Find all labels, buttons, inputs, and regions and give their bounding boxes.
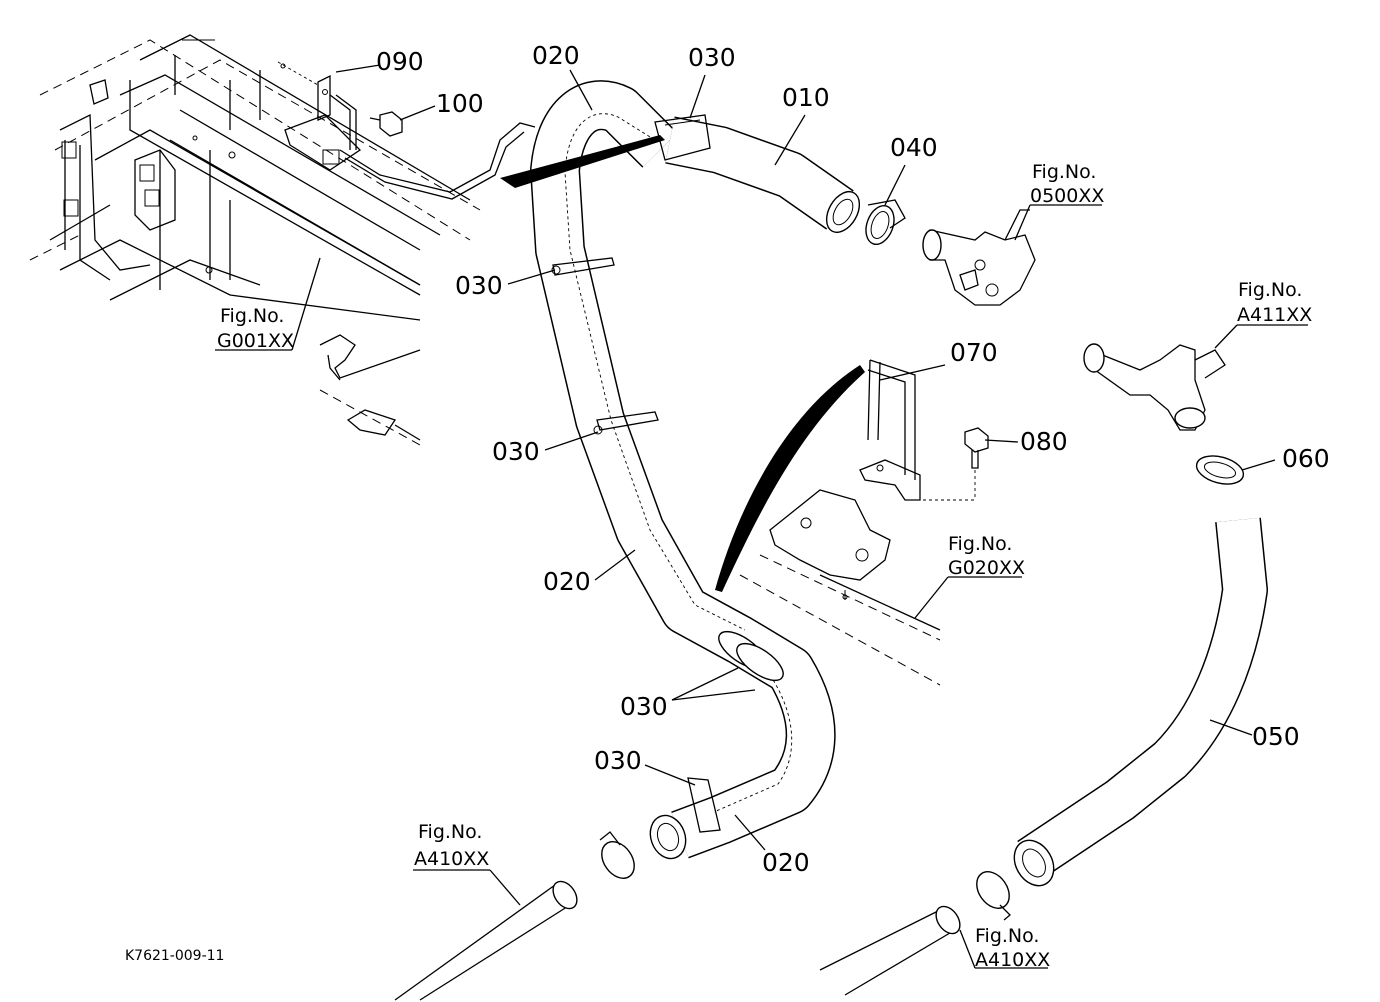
callout-020: 020 bbox=[532, 41, 580, 70]
callout-010: 010 bbox=[782, 83, 830, 112]
bolt-080 bbox=[905, 427, 989, 501]
clamps-030 bbox=[551, 114, 784, 833]
callout-080: 080 bbox=[1020, 427, 1068, 456]
callout-050: 090 bbox=[376, 47, 424, 76]
callout-060: 100 bbox=[436, 89, 484, 118]
fig-ref-prefix: Fig.No. bbox=[418, 821, 482, 843]
fig-ref-code-a410: A410XX bbox=[975, 949, 1050, 971]
hose-090 bbox=[1013, 517, 1268, 887]
fig-ref-code-0500: 0500XX bbox=[1030, 185, 1104, 207]
callout-030: 030 bbox=[620, 692, 668, 721]
fig-ref-prefix: Fig.No. bbox=[975, 925, 1039, 947]
bracket-070 bbox=[739, 359, 941, 686]
callout-030: 030 bbox=[455, 271, 503, 300]
leader-lines bbox=[215, 64, 1308, 969]
callout-100: 060 bbox=[1282, 444, 1330, 473]
clamp-100 bbox=[1195, 455, 1245, 485]
indicator-wedge-upper bbox=[500, 135, 665, 188]
fig-ref-code-g001: G001XX bbox=[217, 330, 294, 352]
fig-ref-prefix: Fig.No. bbox=[220, 305, 284, 327]
fig-ref-code-g020: G020XX bbox=[948, 557, 1025, 579]
indicator-wedge-lower bbox=[715, 365, 865, 592]
callout-090: 050 bbox=[1252, 722, 1300, 751]
callout-020: 020 bbox=[762, 848, 810, 877]
callout-030: 030 bbox=[594, 746, 642, 775]
figure-references: Fig.No. 0500XX Fig.No. G001XX Fig.No. A4… bbox=[217, 161, 1312, 971]
clamp-040 bbox=[865, 199, 906, 246]
fig-ref-prefix: Fig.No. bbox=[948, 533, 1012, 555]
callout-030: 030 bbox=[492, 437, 540, 466]
fitting-a411 bbox=[1083, 343, 1226, 431]
callout-030: 030 bbox=[688, 43, 736, 72]
hose-010 bbox=[665, 116, 861, 233]
fitting-0500 bbox=[922, 209, 1036, 306]
callout-020: 020 bbox=[543, 567, 591, 596]
pipe-a410-right bbox=[819, 871, 1011, 996]
frame-upper-left bbox=[29, 34, 536, 446]
fig-ref-code-a410: A410XX bbox=[414, 848, 489, 870]
drawing-code: K7621-009-11 bbox=[125, 948, 224, 964]
callouts: 090 100 020 030 010 040 030 030 020 030 … bbox=[376, 41, 1330, 877]
callout-040: 040 bbox=[890, 133, 938, 162]
fig-ref-code-a411: A411XX bbox=[1237, 304, 1312, 326]
fig-ref-prefix: Fig.No. bbox=[1238, 279, 1302, 301]
pipe-a410-left bbox=[394, 831, 635, 1001]
callout-070: 070 bbox=[950, 338, 998, 367]
fig-ref-prefix: Fig.No. bbox=[1032, 161, 1096, 183]
